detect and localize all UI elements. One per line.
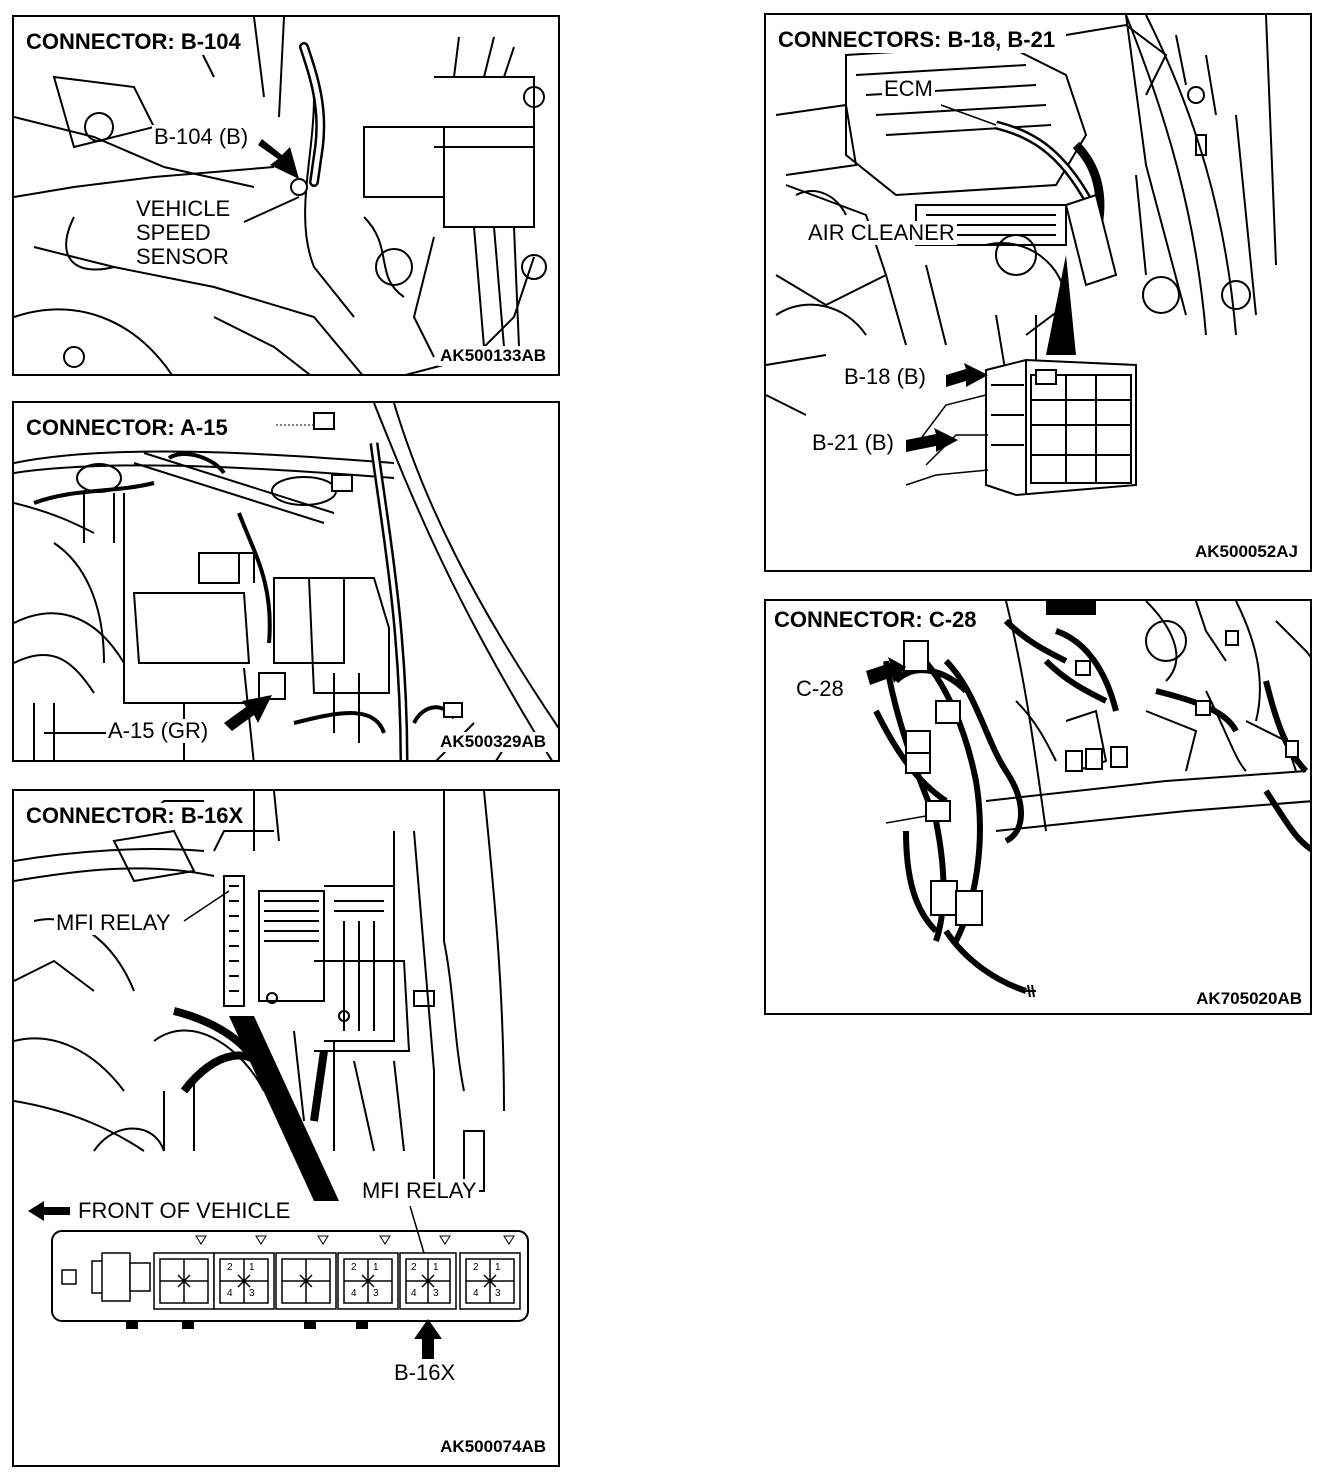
panel-c28: CONNECTOR: C-28 C-28 AK705020AB: [764, 599, 1312, 1015]
front-arrow-icon: [28, 1201, 70, 1221]
connector-label: A-15 (GR): [106, 718, 211, 743]
up-arrow-icon: [414, 1319, 442, 1359]
panel-b18-b21: CONNECTORS: B-18, B-21 ECM AIR CLEANER B…: [764, 13, 1312, 572]
air-cleaner-label: AIR CLEANER: [806, 220, 957, 245]
panel-title: CONNECTOR: B-104: [22, 29, 245, 55]
ecm-detail: [985, 358, 1137, 497]
panel-a15: CONNECTOR: A-15 A-15 (GR) AK500329AB: [12, 401, 560, 762]
pin-number: 4: [411, 1288, 417, 1299]
sensor-label-line1: VEHICLE: [134, 196, 233, 221]
pin-number: 3: [373, 1288, 379, 1299]
front-of-vehicle-label: FRONT OF VEHICLE: [76, 1198, 293, 1223]
arrow-icon: [946, 363, 988, 387]
pin-number: 4: [351, 1288, 357, 1299]
pin-number: 1: [433, 1262, 439, 1273]
figure-code: AK500074AB: [438, 1437, 548, 1457]
pin-number: 3: [249, 1288, 255, 1299]
panel-title: CONNECTOR: C-28: [770, 607, 981, 633]
engine-illustration: [14, 403, 558, 760]
pin-number: 1: [495, 1262, 501, 1273]
pointer-wedge: [229, 1016, 339, 1201]
pin-number: 4: [227, 1288, 233, 1299]
figure-code: AK500329AB: [438, 732, 548, 752]
arrow-icon: [906, 428, 958, 452]
pin-number: 1: [373, 1262, 379, 1273]
connector-label: B-104 (B): [152, 124, 251, 149]
sensor-label-line3: SENSOR: [134, 244, 231, 269]
relay-box-illustration: [14, 791, 529, 1359]
pin-number: 4: [473, 1288, 479, 1299]
pin-number: 1: [249, 1262, 255, 1273]
mfi-relay-label: MFI RELAY: [54, 910, 173, 935]
pin-number: 2: [411, 1262, 417, 1273]
pin-number: 2: [227, 1262, 233, 1273]
mfi-relay-detail-label: MFI RELAY: [360, 1178, 479, 1203]
pin-number: 3: [495, 1288, 501, 1299]
figure-code: AK500052AJ: [1192, 542, 1300, 562]
panel-title: CONNECTORS: B-18, B-21: [774, 27, 1060, 53]
connector-label: B-16X: [392, 1360, 458, 1385]
figure-code: AK500133AB: [438, 346, 548, 366]
ecm-label: ECM: [882, 76, 935, 101]
pin-number: 2: [473, 1262, 479, 1273]
arrow-icon: [258, 139, 299, 179]
pin-number: 3: [433, 1288, 439, 1299]
b18-label: B-18 (B): [842, 364, 928, 389]
engine-illustration: [766, 15, 1277, 497]
pointer-wedge: [1046, 255, 1076, 355]
panel-b104: CONNECTOR: B-104 B-104 (B) VEHICLE SPEED…: [12, 15, 560, 376]
b21-label: B-21 (B): [810, 430, 896, 455]
arrow-icon: [224, 695, 272, 731]
harness-illustration: [866, 601, 1310, 998]
panel-title: CONNECTOR: B-16X: [22, 803, 248, 829]
figure-code: AK705020AB: [1194, 989, 1304, 1009]
connector-label: C-28: [794, 676, 846, 701]
sensor-label-line2: SPEED: [134, 220, 213, 245]
pin-number: 2: [351, 1262, 357, 1273]
panel-title: CONNECTOR: A-15: [22, 415, 232, 441]
engine-illustration: [14, 17, 547, 374]
arrow-icon: [866, 657, 906, 685]
panel-b16x: CONNECTOR: B-16X MFI RELAY MFI RELAY FRO…: [12, 789, 560, 1467]
